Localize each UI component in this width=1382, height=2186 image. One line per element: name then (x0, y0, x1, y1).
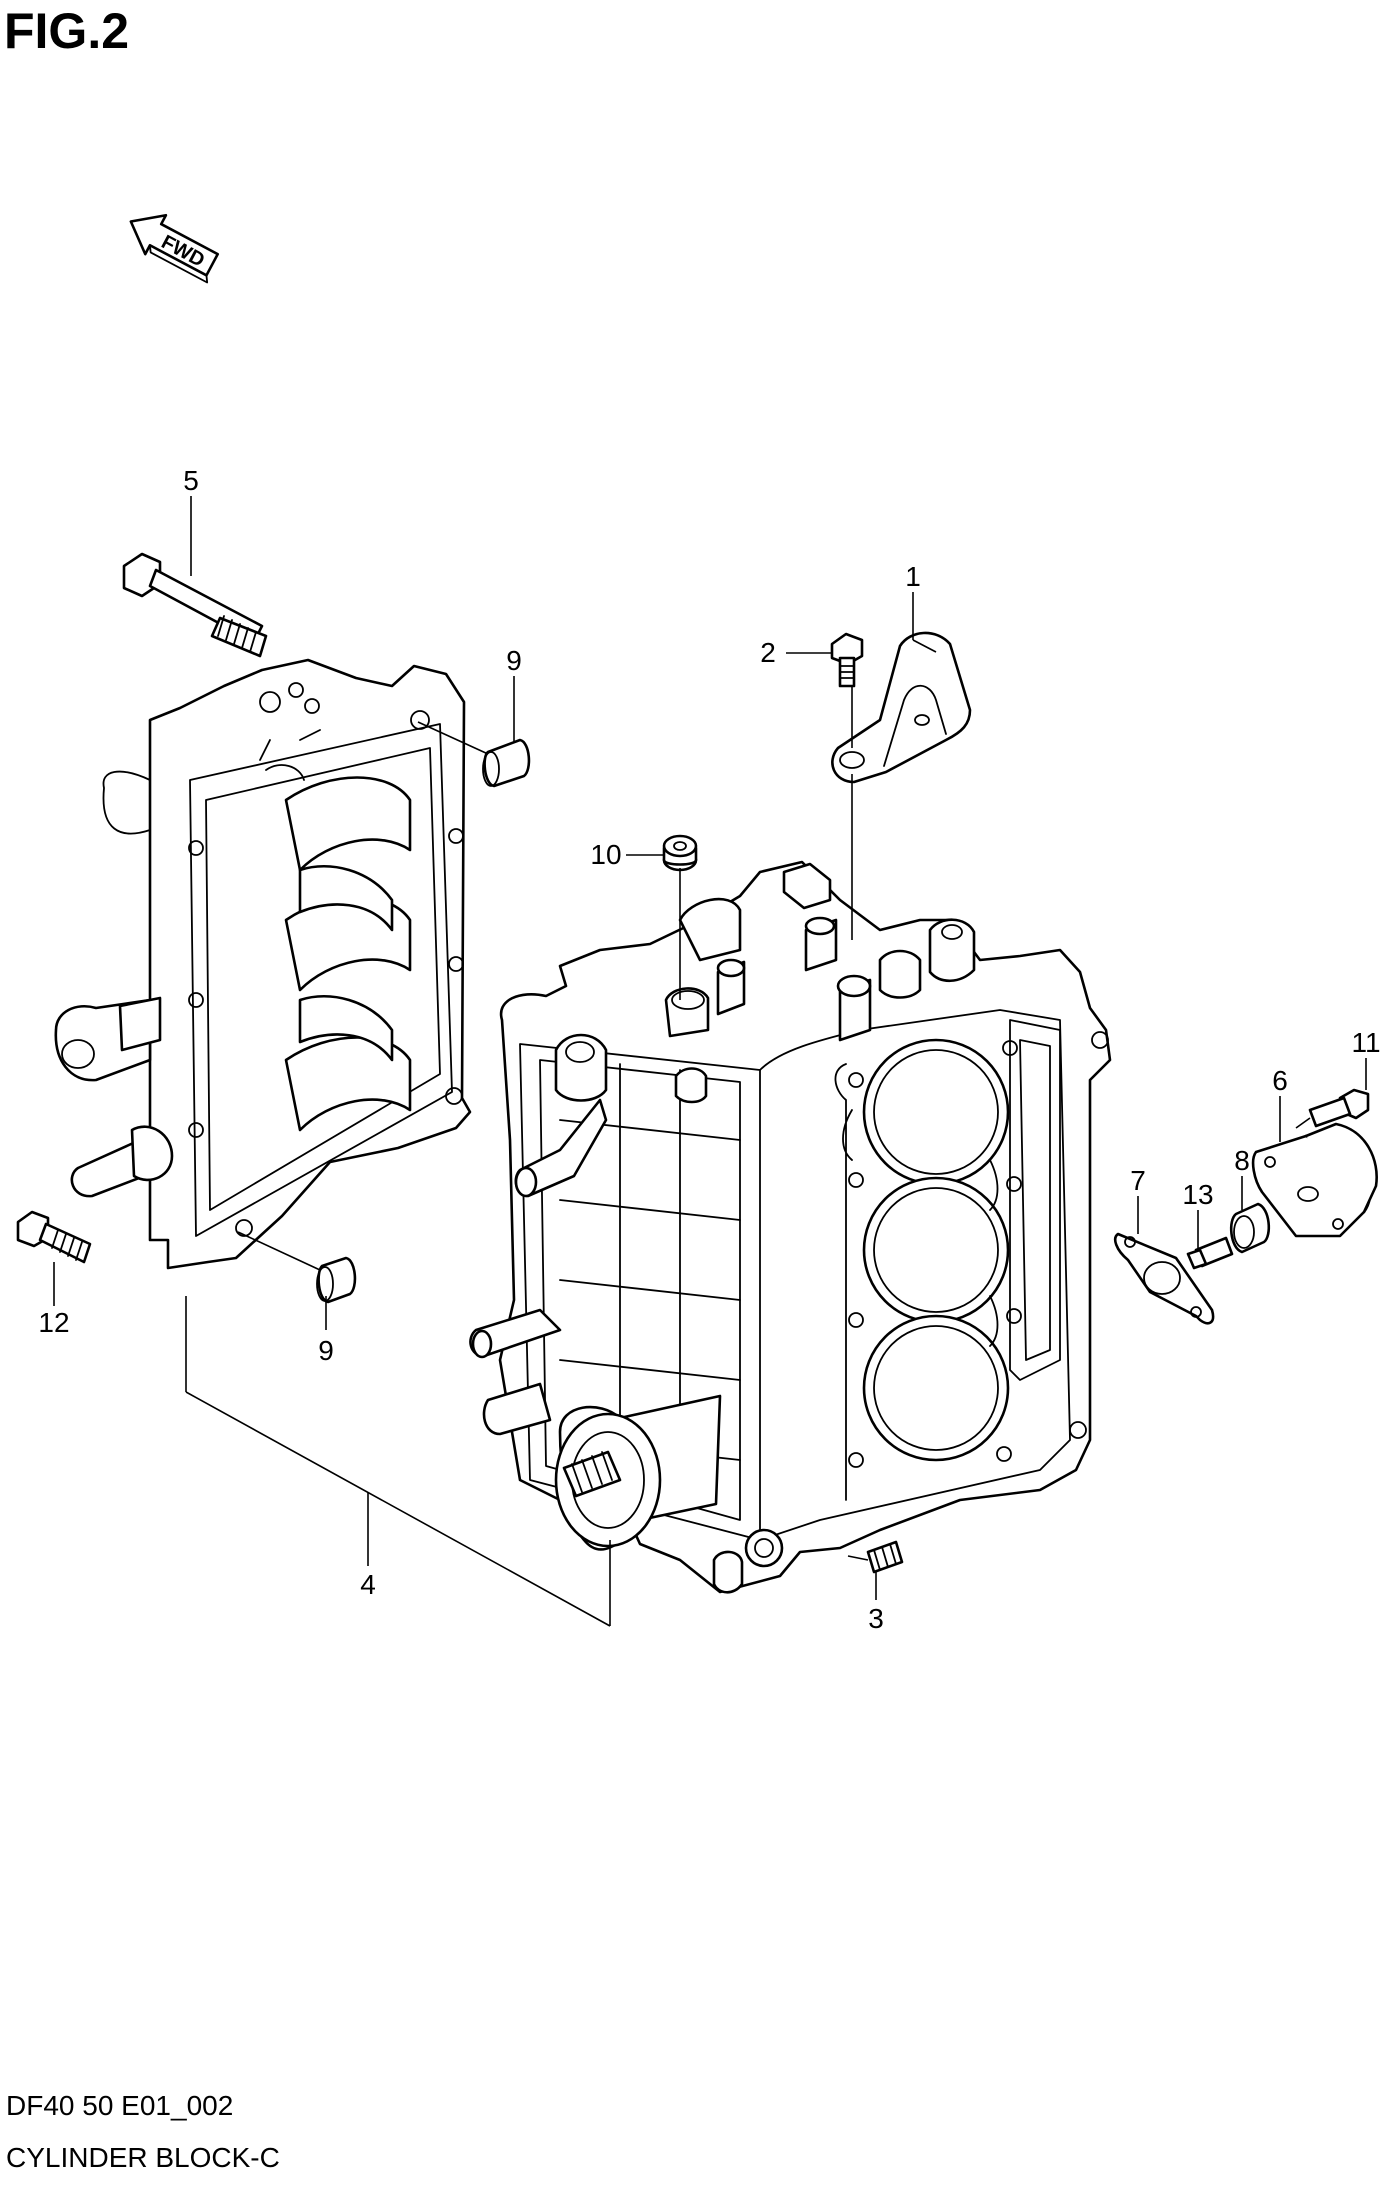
part-9-dowel-lower (316, 1256, 357, 1304)
part-5-long-bolt (122, 552, 268, 658)
callout-3: 3 (868, 1603, 884, 1634)
part-4-crankcase (54, 658, 472, 1270)
leader-lines (53, 496, 1367, 1627)
callout-6: 6 (1272, 1065, 1288, 1096)
part-9-dowel-upper (482, 738, 531, 788)
figure-title: FIG.2 (4, 3, 130, 59)
part-1-engine-hanger (831, 631, 972, 784)
part-11-screw (1308, 1088, 1370, 1128)
part-13-screw (1186, 1236, 1234, 1270)
diagram-code: DF40 50 E01_002 (6, 2090, 234, 2121)
callout-1: 1 (905, 561, 921, 592)
callout-7: 7 (1130, 1165, 1146, 1196)
callout-9-upper: 9 (506, 645, 522, 676)
callout-8: 8 (1234, 1145, 1250, 1176)
callout-5: 5 (183, 465, 199, 496)
callout-13: 13 (1182, 1179, 1213, 1210)
callout-9-lower: 9 (318, 1335, 334, 1366)
callout-10: 10 (590, 839, 621, 870)
callout-12: 12 (38, 1307, 69, 1338)
callout-11: 11 (1351, 1027, 1380, 1058)
part-12-bolt (16, 1210, 92, 1264)
callout-2: 2 (760, 637, 776, 668)
part-10-grommet (662, 834, 698, 872)
diagram-name: CYLINDER BLOCK-C (6, 2142, 280, 2173)
part-2-bolt (830, 632, 864, 688)
part-3-plug (866, 1540, 904, 1574)
part-7-gasket (1114, 1232, 1215, 1325)
part-6-cover (1251, 1122, 1378, 1238)
callout-4: 4 (360, 1569, 376, 1600)
part-8-seal (1229, 1202, 1271, 1254)
fwd-arrow-icon: FWD (129, 213, 220, 284)
cylinder-block (469, 860, 1112, 1594)
